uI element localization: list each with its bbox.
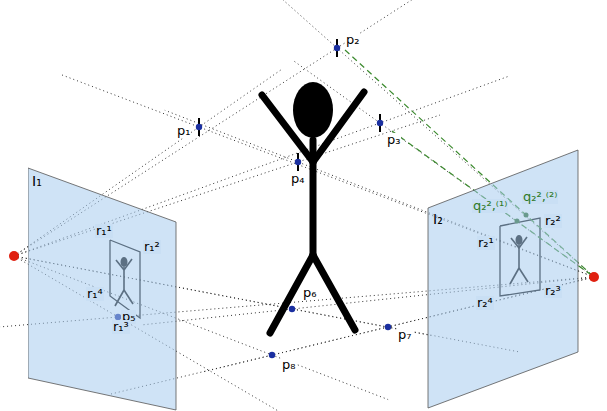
plane-label: I₁ <box>32 174 182 189</box>
scene-point <box>295 159 301 165</box>
plane-label: I₂ <box>433 212 585 227</box>
correspondence-label: q₂²,⁽¹⁾ <box>472 199 508 213</box>
point-label: p₃ <box>386 133 401 147</box>
scene-point <box>269 352 275 358</box>
point-label: p₈ <box>281 358 296 372</box>
corner-label: r₂¹ <box>477 236 495 250</box>
scene-point <box>385 324 391 330</box>
camera-center <box>589 272 599 282</box>
corner-label: r₂⁴ <box>476 296 494 310</box>
point-label: p₂ <box>345 33 360 47</box>
point-label: p₇ <box>397 328 412 342</box>
plane-shape <box>28 168 176 410</box>
corner-label: r₁² <box>143 240 161 254</box>
stick-figure <box>262 82 364 333</box>
scene-point <box>289 306 295 312</box>
scene-point <box>196 124 202 130</box>
correspondence-label: q₂²,⁽²⁾ <box>522 190 558 204</box>
plane-outline <box>427 148 579 410</box>
point-label: p₆ <box>302 286 317 300</box>
point-label: p₄ <box>290 172 305 186</box>
camera-center <box>9 251 19 261</box>
corner-label: r₁¹ <box>95 224 113 238</box>
scene-point <box>334 45 340 51</box>
image-plane: I₂ <box>427 148 579 410</box>
plane-shape <box>428 150 578 408</box>
corner-label: r₁³ <box>112 320 130 334</box>
corner-label: r₂² <box>544 214 562 228</box>
corner-label: r₁⁴ <box>86 287 104 301</box>
corner-label: r₂³ <box>544 284 562 298</box>
point-label: p₁ <box>176 124 191 138</box>
scene-point <box>377 120 383 126</box>
